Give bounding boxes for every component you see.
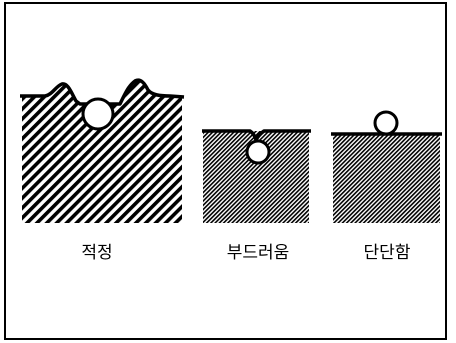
specimen-hard-body	[333, 134, 440, 223]
specimen-proper-body	[22, 80, 182, 223]
specimen-proper	[20, 78, 185, 223]
specimen-soft	[202, 129, 311, 223]
label-proper: 적정	[81, 243, 113, 263]
label-soft: 부드러움	[226, 243, 290, 263]
specimen-proper-surface	[20, 78, 185, 106]
ball-hard	[373, 110, 399, 136]
ball-soft	[245, 139, 271, 165]
label-hard: 단단함	[363, 243, 411, 263]
specimen-hard	[331, 110, 442, 223]
ball-proper	[81, 97, 115, 131]
